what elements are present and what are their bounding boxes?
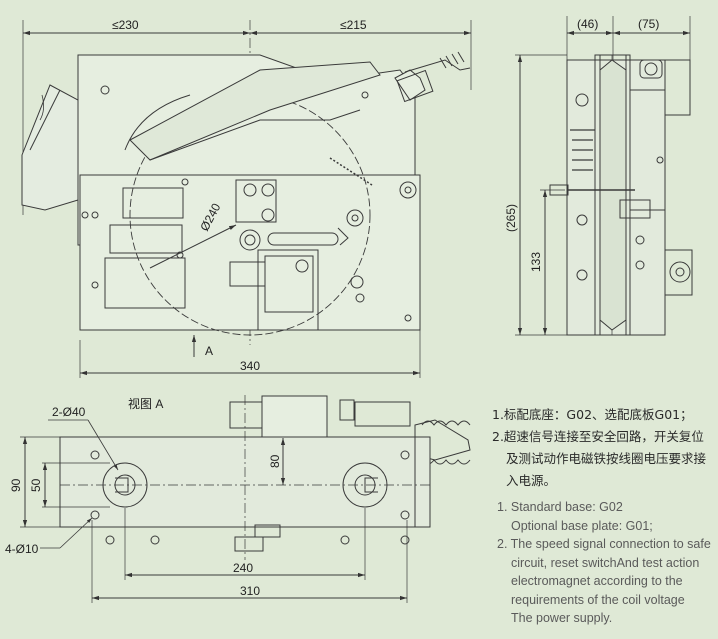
note-cn-2a: 2.超速信号连接至安全回路，开关复位 bbox=[492, 429, 704, 444]
dim-bottom-offset: 80 bbox=[268, 454, 282, 468]
dim-base-length: 340 bbox=[240, 359, 260, 373]
dim-hole-small: 4-Ø10 bbox=[5, 542, 39, 556]
dim-top-width-left: ≤230 bbox=[112, 18, 139, 32]
dim-side-depth-2: (75) bbox=[638, 17, 659, 31]
dim-side-depth-1: (46) bbox=[577, 17, 598, 31]
dim-hole-large: 2-Ø40 bbox=[52, 405, 86, 419]
front-view bbox=[21, 20, 472, 378]
dim-side-height-lower: 133 bbox=[529, 252, 543, 272]
note-cn-2b: 及测试动作电磁铁按线圈电压要求接 bbox=[506, 451, 707, 466]
note-en-2b: circuit, reset switchAnd test action bbox=[511, 555, 700, 570]
note-en-2c: electromagnet according to the bbox=[511, 574, 683, 588]
notes-english: 1. Standard base: G02 Optional base plat… bbox=[497, 498, 717, 628]
view-arrow-label: A bbox=[205, 344, 213, 358]
note-en-1b: Optional base plate: G01; bbox=[511, 518, 653, 533]
dim-hole-spacing: 240 bbox=[233, 561, 253, 575]
side-view bbox=[515, 16, 693, 336]
dim-bottom-height-inner: 50 bbox=[29, 478, 43, 492]
note-cn-2c: 入电源。 bbox=[506, 473, 557, 488]
bottom-view bbox=[20, 395, 471, 603]
dim-side-height-total: (265) bbox=[504, 204, 518, 232]
note-en-1: 1. Standard base: G02 bbox=[497, 500, 623, 514]
note-cn-1: 1.标配底座：G02、选配底板G01； bbox=[492, 407, 693, 422]
note-en-2d: requirements of the coil voltage bbox=[511, 592, 685, 607]
note-en-2e: The power supply. bbox=[511, 611, 613, 625]
dim-base-total-length: 310 bbox=[240, 584, 260, 598]
dim-bottom-height-outer: 90 bbox=[9, 478, 23, 492]
notes-chinese: 1.标配底座：G02、选配底板G01； 2.超速信号连接至安全回路，开关复位 及… bbox=[492, 404, 716, 492]
note-en-2a: 2. The speed signal connection to safe bbox=[497, 537, 711, 551]
view-a-title: 视图 A bbox=[128, 396, 163, 411]
dim-top-width-right: ≤215 bbox=[340, 18, 367, 32]
